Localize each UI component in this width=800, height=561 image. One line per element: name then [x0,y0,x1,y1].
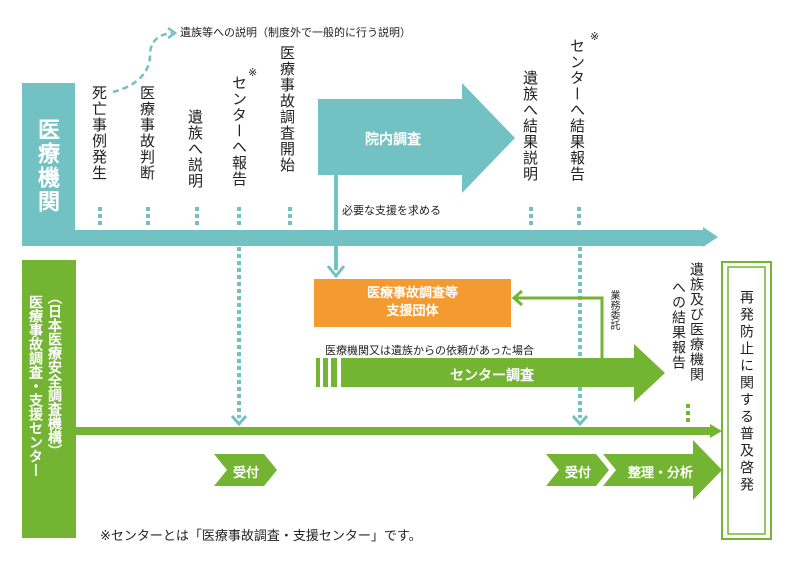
green-timeline-arrowhead [710,424,722,438]
step-report-to-center: センターへ報告 [230,75,248,187]
step-report-to-center-note-mark: ※ [248,66,258,79]
prevention-label: 再発防止に関する普及啓発 [738,290,754,494]
center-band [22,260,76,538]
step-investigation-start: 医療事故調査開始 [278,45,296,173]
footnote: ※センターとは「医療事故調査・支援センター」です。 [100,529,422,544]
center-sub-label: （日本医療安全調査機構） [46,290,62,458]
support-org-label-line1: 医療事故調査等 [366,286,458,301]
prevention-box-outer [721,261,772,540]
support-org-label: 医療事故調査等 支援団体 [314,285,511,321]
commission-label: 業務委託 [608,290,619,330]
center-investigation-arrow [341,344,665,402]
medical-institution-label: 医療機関 [34,118,59,214]
commission-arrowhead [511,289,523,307]
bereaved-explanation-note: 遺族等への説明（制度外で一般的に行う説明） [180,26,411,39]
analysis-label: 整理・分析 [628,466,694,481]
receipt-label-1: 受付 [233,466,260,481]
center-investigation-label: センター調査 [450,368,534,384]
teal-timeline-arrowhead [703,227,718,247]
prevention-box-inner [727,266,766,535]
support-request-arrowhead [326,265,346,279]
green-timeline [76,427,712,435]
step-result-explanation-to-family: 遺族へ結果説明 [521,70,539,182]
step-result-report-to-center: センターへ結果報告 [568,38,586,182]
stripe-2 [323,358,328,387]
step-result-report-note-mark: ※ [590,30,600,43]
receipt-chevron-1 [214,454,277,486]
support-org-box [314,279,511,327]
receipt-label-2: 受付 [565,466,592,481]
internal-investigation-label: 院内調査 [365,132,421,148]
commission-line [516,296,604,358]
result-report-col2: への結果報告 [670,280,686,370]
internal-investigation-arrow [318,83,515,193]
request-support-label: 必要な支援を求める [342,204,441,217]
result-report-dot-marker [686,404,690,422]
analysis-arrow [603,440,722,500]
receipt-chevron-2 [546,454,609,486]
result-report-col1: 遺族及び医療機関 [688,262,704,382]
result-report-dotted-arrowhead [571,415,589,427]
support-org-label-line2: 支援団体 [386,304,439,319]
step-explain-to-family: 遺族へ説明 [186,109,204,189]
support-request-line [334,175,338,270]
bereaved-explanation-arrowhead [167,26,178,40]
step-dot-markers [98,207,581,225]
center-label: 医療事故調査・支援センター [27,295,43,477]
step-accident-judgment: 医療事故判断 [138,85,156,181]
request-condition-label: 医療機関又は遺族からの依頼があった場合 [325,344,534,357]
stripe-1 [316,358,320,387]
bereaved-explanation-curve [112,31,173,94]
step-death-occurrence: 死亡事例発生 [90,85,108,181]
stripe-3 [331,358,337,387]
report-dotted-arrowhead [230,415,248,427]
